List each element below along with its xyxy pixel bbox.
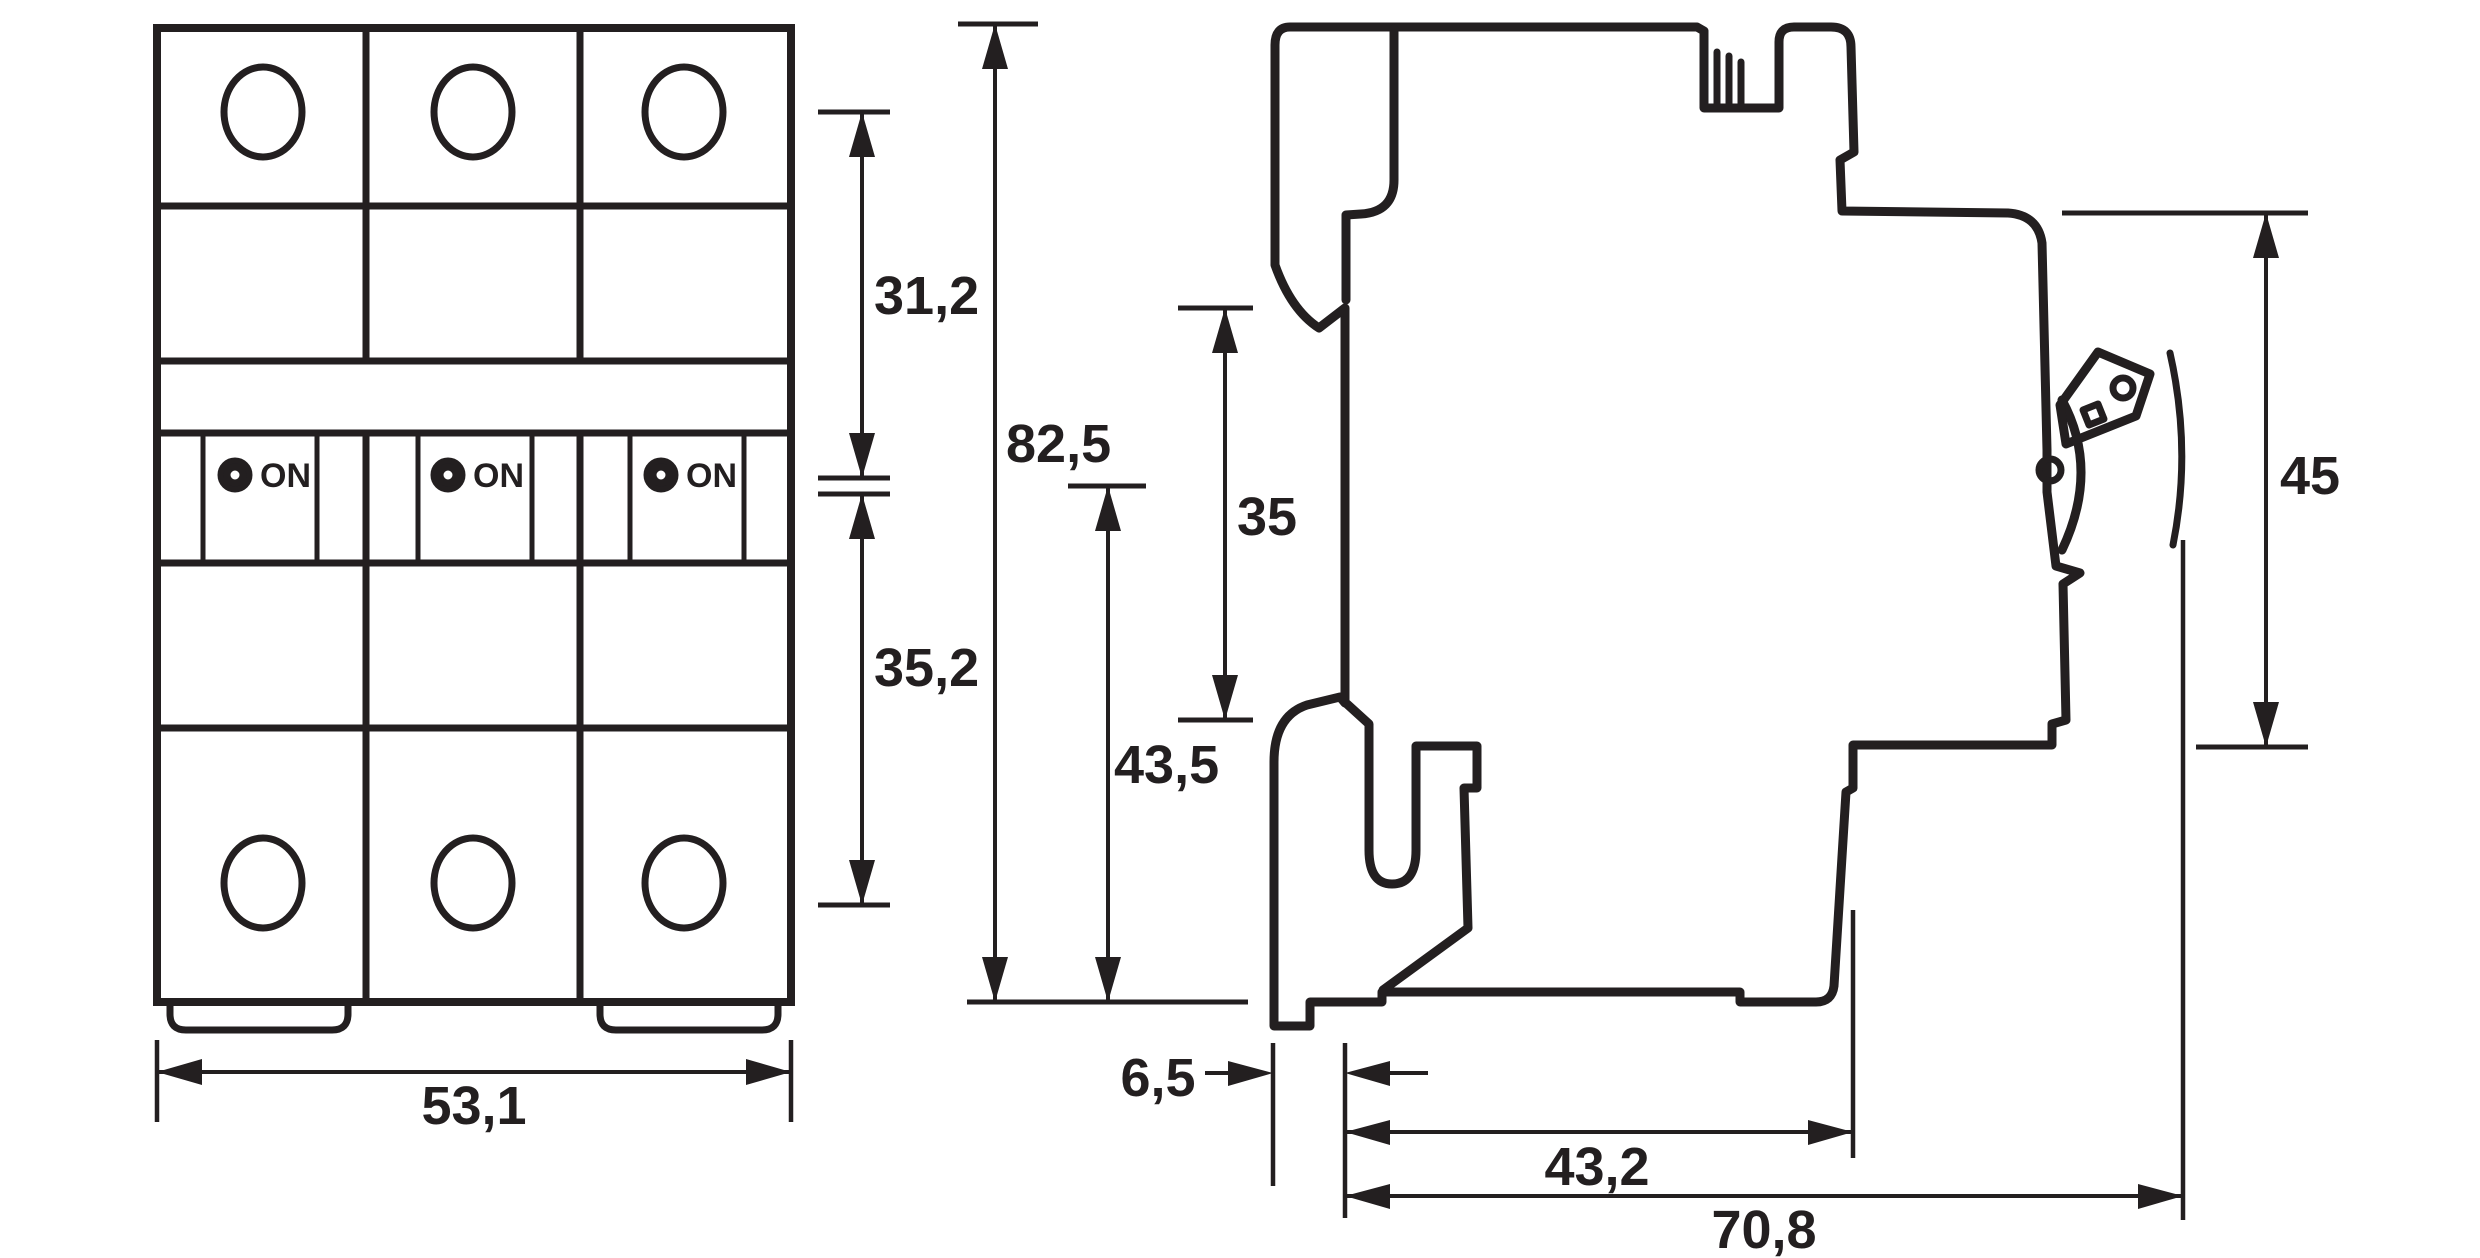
lever-hole-icon: [2109, 374, 2137, 402]
terminal-screw-icon: [430, 834, 516, 932]
dim-rail-hook-offset: 6,5: [1120, 1043, 1428, 1218]
on-label: ON: [473, 457, 524, 495]
dim-top-terminal-to-switch: 31,2: [818, 109, 979, 481]
arrowhead-up-icon: [982, 24, 1008, 69]
arrowhead-down-icon: [849, 860, 875, 905]
terminal-screw-icon: [220, 834, 306, 932]
on-indicator-3: ON: [643, 457, 737, 495]
arrowhead-left-icon: [157, 1059, 202, 1085]
arrowhead-left-icon: [1345, 1120, 1390, 1145]
arrowhead-down-icon: [1095, 957, 1121, 1002]
mounting-foot: [166, 1002, 352, 1034]
pivot-notch-icon: [2035, 455, 2065, 485]
arrowhead-left-icon: [1345, 1184, 1390, 1209]
dim-din-rail-width: 35: [1178, 305, 1297, 723]
dim-label: 82,5: [1006, 414, 1111, 474]
terminal-screw-icon: [641, 63, 727, 161]
indicator-lamp-icon: [217, 457, 253, 493]
dim-label: 43,2: [1544, 1137, 1649, 1197]
indicator-lamp-icon: [430, 457, 466, 493]
dim-overall-width: 53,1: [154, 1040, 794, 1136]
arrowhead-up-icon: [849, 112, 875, 157]
dim-label: 53,1: [421, 1076, 526, 1136]
arrowhead-down-icon: [2253, 702, 2279, 747]
dim-rail-top-to-base: 43,5: [1068, 483, 1219, 1002]
lever-boss-arc: [2057, 395, 2086, 555]
terminal-screw-icon: [641, 834, 727, 932]
on-label: ON: [260, 457, 311, 495]
dim-label: 31,2: [874, 266, 979, 326]
indicator-lamp-icon: [643, 457, 679, 493]
din-rail-clip: [1342, 699, 1482, 995]
arrowhead-right-icon: [2138, 1184, 2183, 1209]
arrowhead-down-icon: [849, 433, 875, 478]
dim-mounting-depth: 43,2: [1345, 910, 1856, 1197]
lever-handle: [2055, 347, 2155, 449]
rear-flange-line: [1341, 24, 1399, 305]
arrowhead-left-icon: [1345, 1061, 1390, 1086]
on-label: ON: [686, 457, 737, 495]
indicator-lamp-icon: [436, 463, 460, 487]
dim-label: 70,8: [1711, 1200, 1816, 1258]
arrowhead-up-icon: [1212, 308, 1238, 353]
on-indicator-1: ON: [217, 457, 311, 495]
lever-window-icon: [2079, 400, 2108, 429]
toggle-lever: [2035, 347, 2186, 555]
dim-label: 35,2: [874, 638, 979, 698]
indicator-lamp-icon: [223, 463, 247, 487]
front-view: ON ON ON: [153, 24, 795, 1034]
dim-front-panel-height: 45: [2062, 210, 2340, 750]
mounting-foot: [596, 1002, 782, 1034]
indicator-lamp-icon: [649, 463, 673, 487]
arrowhead-up-icon: [2253, 213, 2279, 258]
terminal-screw-icon: [430, 63, 516, 161]
arrowhead-down-icon: [1212, 675, 1238, 720]
terminal-screw-icon: [220, 63, 306, 161]
lever-swing-arc: [2166, 349, 2186, 549]
arrowhead-right-icon: [746, 1059, 791, 1085]
dim-switch-to-bottom-terminal: 35,2: [818, 491, 979, 908]
front-outline: [153, 24, 795, 1006]
arrowhead-down-icon: [982, 957, 1008, 1002]
dim-overall-height: 82,5: [958, 21, 1248, 1005]
arrowhead-up-icon: [1095, 486, 1121, 531]
on-indicator-2: ON: [430, 457, 524, 495]
dim-label: 35: [1237, 487, 1297, 547]
dim-label: 43,5: [1114, 735, 1219, 795]
side-profile-outline: [1269, 22, 2085, 1031]
arrowhead-right-icon: [1228, 1061, 1273, 1086]
side-view: [1269, 22, 2186, 1031]
dim-label: 6,5: [1120, 1048, 1195, 1108]
arrowhead-right-icon: [1808, 1120, 1853, 1145]
dim-label: 45: [2280, 446, 2340, 506]
dim-overall-depth: 70,8: [1345, 540, 2186, 1258]
arrowhead-up-icon: [849, 494, 875, 539]
